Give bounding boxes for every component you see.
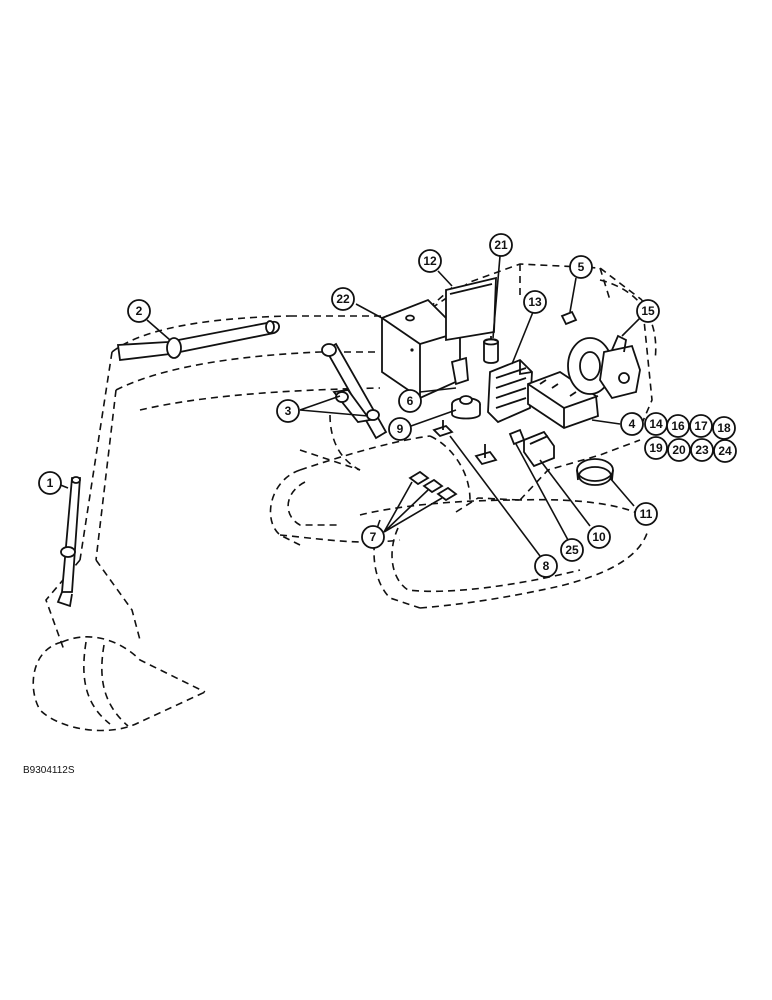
svg-text:24: 24	[718, 444, 732, 458]
svg-text:17: 17	[694, 419, 708, 433]
callout-22: 22	[331, 287, 355, 311]
arm-cylinder	[56, 476, 81, 608]
callout-12: 12	[418, 249, 442, 273]
svg-text:3: 3	[285, 404, 292, 418]
boom-cylinder	[116, 320, 280, 361]
callout-19: 19	[644, 436, 668, 460]
svg-text:11: 11	[640, 507, 653, 521]
svg-text:14: 14	[649, 417, 663, 431]
radiator-panel	[445, 276, 497, 342]
svg-text:20: 20	[672, 443, 686, 457]
callout-14: 14	[644, 412, 668, 436]
svg-text:12: 12	[423, 254, 437, 268]
callout-20: 20	[667, 438, 691, 462]
callout-10: 10	[587, 525, 611, 549]
svg-text:18: 18	[717, 421, 731, 435]
callouts: 1 2 3 4 5 6 7 8 9 10 11 12 13 14 15 16 1…	[38, 233, 737, 578]
callout-18: 18	[712, 416, 736, 440]
callout-13: 13	[523, 290, 547, 314]
travel-motor	[576, 458, 614, 486]
svg-text:10: 10	[592, 530, 606, 544]
svg-text:25: 25	[565, 543, 579, 557]
filter	[483, 336, 499, 364]
hydraulic-pump	[567, 334, 641, 400]
callout-3: 3	[276, 399, 300, 423]
svg-text:22: 22	[336, 292, 350, 306]
hydraulic-tank	[381, 298, 469, 400]
excavator-outline	[32, 263, 657, 732]
callout-24: 24	[713, 439, 737, 463]
svg-text:23: 23	[695, 443, 709, 457]
control-lever-left	[432, 420, 454, 438]
callout-5: 5	[569, 255, 593, 279]
control-valve	[487, 358, 533, 424]
callout-1: 1	[38, 471, 62, 495]
fitting	[560, 310, 578, 326]
callout-4: 4	[620, 412, 644, 436]
callout-16: 16	[666, 414, 690, 438]
svg-text:7: 7	[370, 530, 377, 544]
callout-15: 15	[636, 299, 660, 323]
callout-11: 11	[634, 502, 658, 526]
control-lever-right	[474, 444, 498, 466]
callout-7: 7	[361, 525, 385, 549]
svg-text:13: 13	[528, 295, 542, 309]
svg-text:2: 2	[136, 304, 143, 318]
svg-text:16: 16	[671, 419, 685, 433]
swivel-joint	[451, 395, 481, 420]
figure-reference: B9304112S	[23, 765, 75, 776]
svg-text:6: 6	[407, 394, 414, 408]
leader-lines	[52, 255, 641, 557]
bucket-cylinder-assembly	[321, 342, 388, 440]
callout-8: 8	[534, 554, 558, 578]
svg-text:8: 8	[543, 559, 550, 573]
callout-23: 23	[690, 438, 714, 462]
pedal-blocks	[408, 470, 458, 502]
valve-block	[523, 430, 555, 468]
svg-text:5: 5	[578, 260, 585, 274]
svg-text:1: 1	[47, 476, 54, 490]
callout-9: 9	[388, 417, 412, 441]
callout-6: 6	[398, 389, 422, 413]
solenoid-valve	[508, 428, 526, 446]
callout-2: 2	[127, 299, 151, 323]
svg-text:4: 4	[629, 417, 636, 431]
svg-text:21: 21	[494, 238, 508, 252]
svg-text:9: 9	[397, 422, 404, 436]
callout-21: 21	[489, 233, 513, 257]
callout-17: 17	[689, 414, 713, 438]
callout-25: 25	[560, 538, 584, 562]
svg-text:15: 15	[641, 304, 655, 318]
svg-text:19: 19	[649, 441, 663, 455]
